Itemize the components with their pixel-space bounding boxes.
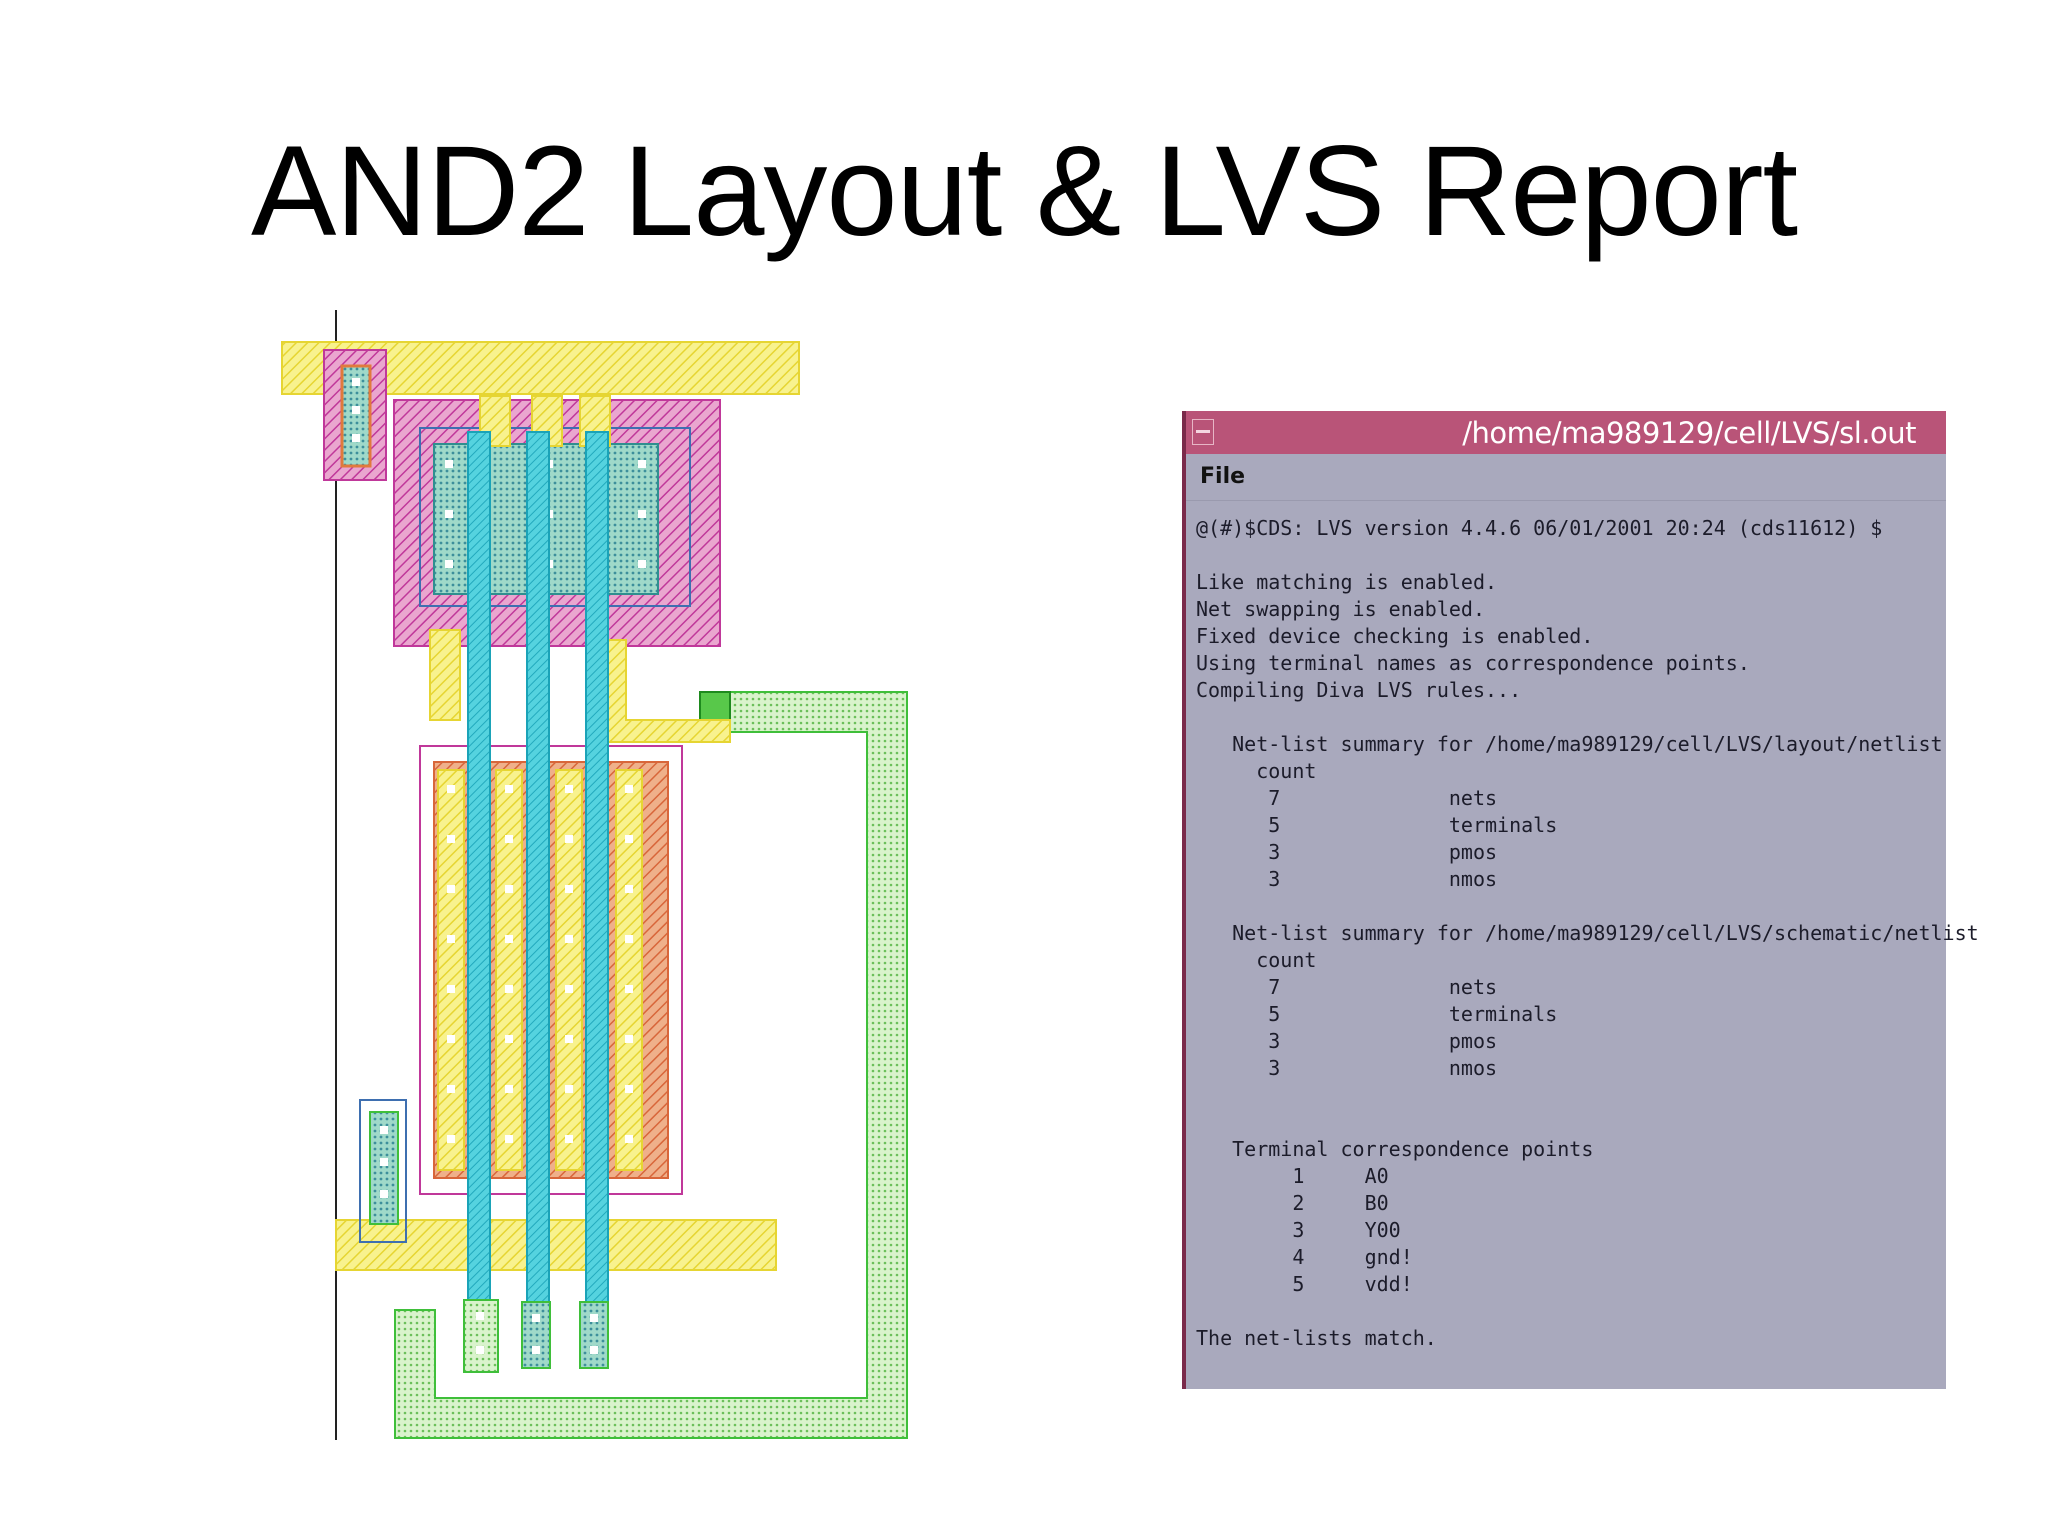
match-result: The net-lists match. <box>1196 1326 1437 1350</box>
input-contact-cuts <box>476 1312 598 1354</box>
menu-file[interactable]: File <box>1200 464 1246 489</box>
poly-gates <box>467 431 609 1313</box>
schematic-summary-heading: Net-list summary for /home/ma989129/cell… <box>1232 921 1979 945</box>
gnd-rail <box>335 1219 777 1271</box>
summary-item: nmos <box>1448 1056 1498 1080</box>
summary-count: 7 <box>1268 975 1281 999</box>
lvs-report-window: /home/ma989129/cell/LVS/sl.out File @(#)… <box>1182 411 1979 1389</box>
version-line: @(#)$CDS: LVS version 4.4.6 06/01/2001 2… <box>1196 516 1883 540</box>
summary-item: nets <box>1448 975 1498 999</box>
terminals-heading: Terminal correspondence points <box>1232 1137 1594 1161</box>
input-b-contact <box>521 1301 551 1369</box>
setting-line: Like matching is enabled. <box>1196 570 1498 594</box>
layout-summary-heading: Net-list summary for /home/ma989129/cell… <box>1232 732 1943 756</box>
summary-count: 3 <box>1268 840 1281 864</box>
metal2-output-route <box>394 691 908 1439</box>
slide-title: AND2 Layout & LVS Report <box>251 120 1798 263</box>
summary-count: 3 <box>1268 1029 1281 1053</box>
summary-count: 7 <box>1268 786 1281 810</box>
window-title: /home/ma989129/cell/LVS/sl.out <box>1462 416 1916 450</box>
terminal-index: 2 <box>1292 1191 1305 1215</box>
tap-contacts <box>352 378 360 442</box>
summary-count: 3 <box>1268 867 1281 891</box>
setting-line: Fixed device checking is enabled. <box>1196 624 1594 648</box>
terminal-name: gnd! <box>1364 1245 1413 1269</box>
terminal-name: A0 <box>1364 1164 1389 1188</box>
summary-count: 5 <box>1268 813 1281 837</box>
window-menu-icon[interactable] <box>1192 419 1214 445</box>
count-label: count <box>1256 948 1317 972</box>
menu-bar: File <box>1186 454 1946 501</box>
terminal-name: vdd! <box>1364 1272 1413 1296</box>
window-titlebar[interactable]: /home/ma989129/cell/LVS/sl.out <box>1186 411 1946 454</box>
count-label: count <box>1256 759 1317 783</box>
summary-item: pmos <box>1448 840 1498 864</box>
terminal-index: 4 <box>1292 1245 1305 1269</box>
nmos-select <box>419 745 683 1195</box>
substrate-tap-contacts <box>380 1126 388 1198</box>
summary-count: 5 <box>1268 1002 1281 1026</box>
summary-item: terminals <box>1448 1002 1558 1026</box>
terminal-index: 3 <box>1292 1218 1305 1242</box>
setting-line: Net swapping is enabled. <box>1196 597 1485 621</box>
summary-item: nets <box>1448 786 1498 810</box>
via-output <box>699 691 731 723</box>
terminal-name: B0 <box>1364 1191 1389 1215</box>
nmos-metal-strips <box>437 769 643 1171</box>
setting-line: Compiling Diva LVS rules... <box>1196 678 1522 702</box>
summary-item: terminals <box>1448 813 1558 837</box>
terminal-index: 5 <box>1292 1272 1305 1296</box>
and2-layout-view <box>281 310 908 1440</box>
terminal-index: 1 <box>1292 1164 1305 1188</box>
summary-item: nmos <box>1448 867 1498 891</box>
substrate-tap-select <box>359 1099 407 1243</box>
setting-line: Using terminal names as correspondence p… <box>1196 651 1750 675</box>
metal1-strap-left <box>429 629 461 721</box>
lvs-output-text: @(#)$CDS: LVS version 4.4.6 06/01/2001 2… <box>1196 515 1979 1381</box>
nmos-contacts <box>447 785 633 1143</box>
summary-count: 3 <box>1268 1056 1281 1080</box>
input-c-contact <box>579 1301 609 1369</box>
terminal-name: Y00 <box>1364 1218 1401 1242</box>
input-a-contact <box>463 1299 499 1373</box>
summary-item: pmos <box>1448 1029 1498 1053</box>
